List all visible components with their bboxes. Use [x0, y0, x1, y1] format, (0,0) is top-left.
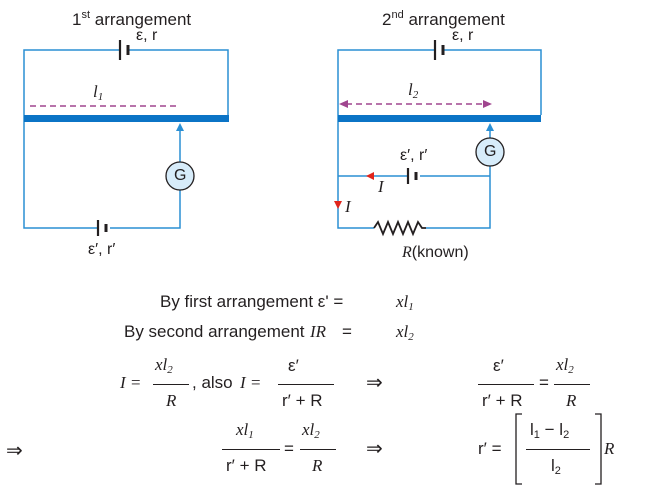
- eq4-implies-left: ⇒: [6, 440, 23, 462]
- equation-line-1-text: By first arrangement ε' =: [160, 292, 344, 311]
- circuit-2: [334, 40, 542, 237]
- circuit-1-top-wire: [23, 49, 229, 229]
- diagram-2-cell-label: ε′, r′: [400, 147, 428, 164]
- circuit-1-jockey-arrow: [176, 123, 184, 131]
- equation-line-2-rhs: xl2: [396, 322, 414, 343]
- equation-line-2-equals: =: [342, 322, 352, 341]
- eq4-denominator: r′ + R: [226, 456, 267, 475]
- eq3-right-equals: =: [539, 373, 549, 392]
- eq4-right-lhs: r′ =: [478, 439, 502, 458]
- circuit-2-length-arrow-left: [339, 100, 348, 108]
- eq3-fraction-bar: [153, 384, 189, 386]
- eq3-implies: ⇒: [366, 372, 383, 394]
- diagram-1-length-label: l1: [93, 82, 104, 103]
- equation-line-2-lhs: IR: [310, 322, 327, 341]
- circuit-2-potentiometer-wire: [338, 115, 541, 122]
- eq3-also-var: I =: [240, 373, 262, 392]
- circuit-2-resistor: [373, 219, 426, 237]
- eq3-right-denominator-2: R: [566, 391, 577, 410]
- eq4-numerator-2: xl2: [302, 420, 320, 441]
- circuit-2-current-arrow-vertical: [334, 201, 342, 209]
- eq3-denominator-2: r′ + R: [282, 391, 323, 410]
- circuit-1-potentiometer-wire: [24, 115, 229, 122]
- eq4-numerator: xl1: [236, 420, 254, 441]
- eq4-implies: ⇒: [366, 438, 383, 460]
- diagram-2-top-cell-label: ε, r: [452, 27, 474, 44]
- diagram-2-resistor-label: R(known): [402, 244, 469, 261]
- eq4-right-denominator: l2: [551, 456, 561, 477]
- eq3-right-fraction-bar-2: [554, 384, 590, 386]
- eq4-equals: =: [284, 439, 294, 458]
- eq3-also-text: , also: [192, 373, 233, 392]
- circuit-1: [23, 40, 229, 236]
- eq3-right-numerator: ε′: [493, 356, 504, 375]
- circuit-2-current-arrow-horizontal: [366, 172, 374, 180]
- circuit-2-galvanometer: [475, 137, 505, 167]
- eq4-fraction-bar: [222, 449, 280, 451]
- eq4-right-numerator: l1 − l2: [530, 420, 570, 441]
- diagram-1-galvanometer-label: G: [174, 167, 187, 184]
- diagram-2-galvanometer-label: G: [484, 143, 497, 160]
- eq3-right-fraction-bar: [478, 384, 534, 386]
- diagram-2-current-vertical-label: I: [345, 197, 351, 216]
- eq4-right-fraction-bar: [526, 449, 590, 451]
- eq3-lhs: I =: [120, 373, 142, 392]
- diagram-2-title: 2nd arrangement: [382, 9, 505, 30]
- eq3-denominator: R: [166, 391, 177, 410]
- eq4-right-tail: R: [604, 439, 615, 458]
- right-bracket: [595, 413, 602, 485]
- left-bracket: [515, 413, 522, 485]
- equation-line-1-rhs: xl1: [396, 292, 414, 313]
- diagram-1-title: 1st arrangement: [72, 9, 192, 30]
- eq4-fraction-bar-2: [300, 449, 336, 451]
- eq3-numerator-2: ε′: [288, 356, 299, 375]
- diagram-2-current-horizontal-label: I: [378, 177, 384, 196]
- eq3-numerator: xl2: [155, 355, 173, 376]
- diagram-1-bottom-cell-label: ε′, r′: [88, 241, 116, 258]
- circuit-2-length-arrow-right: [483, 100, 492, 108]
- eq3-fraction-bar-2: [278, 384, 334, 386]
- circuit-2-wires: [337, 49, 542, 229]
- eq3-right-numerator-2: xl2: [556, 355, 574, 376]
- equation-line-2-text: By second arrangement: [124, 322, 305, 341]
- diagram-2-length-label: l2: [408, 80, 419, 101]
- diagram-1-top-cell-label: ε, r: [136, 27, 158, 44]
- eq4-denominator-2: R: [312, 456, 323, 475]
- circuit-1-galvanometer: [165, 161, 195, 191]
- circuit-2-jockey-arrow: [486, 123, 494, 131]
- eq3-right-denominator: r′ + R: [482, 391, 523, 410]
